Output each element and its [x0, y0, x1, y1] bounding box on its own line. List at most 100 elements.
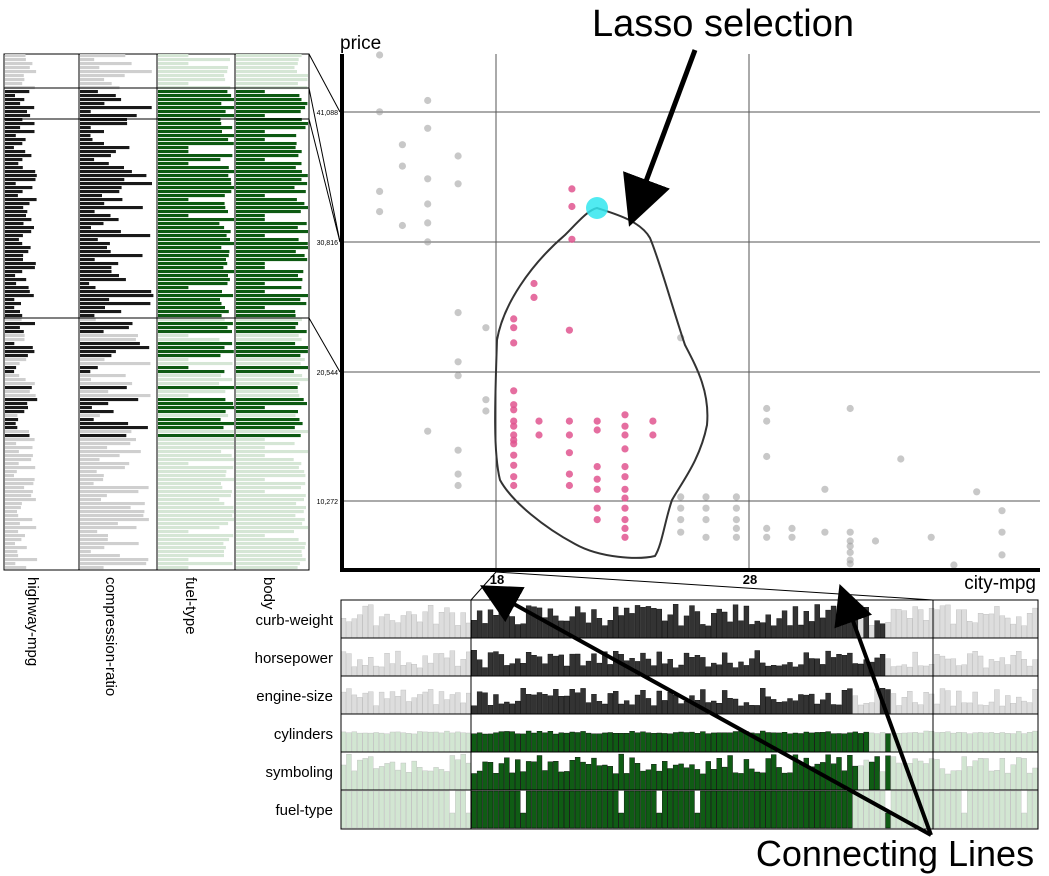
left-panel-bar	[80, 198, 123, 202]
bottom-panel-bar	[1005, 695, 1011, 715]
left-panel-bar	[80, 406, 92, 410]
bottom-panel-bar	[983, 667, 989, 677]
bottom-panel-bar	[547, 653, 554, 677]
bottom-panel-bar	[493, 790, 499, 829]
left-panel-bar	[158, 178, 231, 182]
bottom-panel-bar	[591, 757, 597, 791]
left-panel-bar	[158, 462, 189, 466]
bottom-connecting-lines	[470, 571, 934, 601]
bottom-panel-bar	[455, 625, 461, 639]
left-panel-bar	[80, 314, 95, 318]
left-panel-bar	[80, 146, 130, 150]
selected-point	[649, 417, 657, 425]
bottom-panel-bar	[613, 733, 619, 753]
bottom-panel-bar	[792, 666, 799, 677]
left-panel-bar	[80, 66, 100, 70]
bottom-panel-bar	[520, 812, 526, 829]
bottom-panel-bar	[896, 665, 902, 677]
left-panel-bar	[236, 202, 305, 206]
left-panel-bar	[158, 426, 224, 430]
bottom-panel-bar	[667, 790, 673, 829]
bottom-panel-bar	[716, 703, 722, 715]
bottom-panel-bar	[607, 766, 613, 791]
left-panel-bar	[236, 138, 265, 142]
left-panel-bar	[5, 438, 35, 442]
unselected-point	[871, 537, 880, 545]
bottom-panel-bar	[743, 702, 750, 715]
selected-point	[621, 494, 629, 502]
bottom-panel-bar	[787, 662, 793, 677]
bottom-panel-bar	[422, 611, 428, 639]
bottom-panel-bar	[585, 702, 592, 715]
bottom-panel-bar	[651, 733, 657, 753]
bottom-panel-bar	[972, 651, 978, 677]
bottom-panel-bar	[613, 790, 619, 829]
bottom-panel-bar	[918, 732, 924, 753]
bottom-panel-bar	[504, 701, 510, 715]
left-panel-bar	[5, 182, 16, 186]
left-panel-bar	[80, 206, 143, 210]
bottom-panel-bar	[1032, 659, 1038, 677]
bottom-panel-bar	[525, 652, 532, 677]
selected-point	[510, 436, 518, 444]
bottom-panel-bar	[596, 765, 603, 791]
bottom-panel-bar	[858, 790, 864, 829]
bottom-panel-bar	[531, 606, 537, 639]
left-connecting-lines	[308, 53, 341, 373]
bottom-panel-bar	[956, 790, 962, 829]
left-panel-bar	[236, 290, 265, 294]
left-panel-bar	[236, 278, 303, 282]
bottom-panel-bar	[678, 790, 684, 829]
left-panel-bar	[236, 230, 308, 234]
left-panel-bar	[236, 442, 295, 446]
bottom-panel-bar	[482, 667, 488, 677]
bottom-panel-bar	[373, 705, 379, 715]
unselected-point	[702, 533, 710, 541]
left-panel-bar	[236, 310, 296, 314]
left-panel-bar	[158, 346, 225, 350]
left-panel-bar	[5, 214, 26, 218]
bottom-panel-bar	[809, 621, 815, 639]
bottom-panel-bar	[531, 790, 537, 829]
left-panel-bar	[5, 354, 28, 358]
selected-point	[568, 235, 576, 243]
bottom-panel-bar	[574, 692, 581, 715]
bottom-panel-bar	[847, 790, 853, 829]
bottom-panel-bar	[787, 790, 793, 829]
left-panel-bar	[158, 198, 189, 202]
left-panel-bar	[5, 194, 18, 198]
bottom-panel-bar	[1026, 790, 1033, 829]
bottom-panel-bar	[378, 790, 385, 829]
bottom-panel-bar	[1016, 790, 1022, 829]
left-panel-bar	[80, 438, 136, 442]
left-panel-bar	[236, 126, 306, 130]
bottom-panel-bar	[994, 770, 1000, 791]
scatter-points	[376, 51, 1006, 569]
bottom-panel-bar	[863, 731, 869, 753]
bottom-panel-bar	[547, 790, 554, 829]
left-panel-bar	[5, 166, 23, 170]
bottom-panel-bar	[389, 620, 396, 639]
bottom-panel-bar	[629, 757, 635, 791]
bottom-panel-bar	[672, 732, 679, 753]
bottom-panel-bar	[760, 772, 766, 791]
bottom-panel-bar	[961, 812, 967, 829]
bottom-panel-bar	[939, 790, 946, 829]
bottom-panel-bar	[700, 657, 706, 677]
bottom-panel-bar	[825, 731, 831, 753]
left-panel-bar	[236, 478, 265, 482]
left-panel-bar	[80, 482, 94, 486]
left-panel-bar	[5, 358, 27, 362]
left-panel-bar	[5, 486, 25, 490]
left-panel-bar	[236, 246, 308, 250]
bottom-panel-bar	[607, 693, 613, 715]
bottom-panel-bar	[776, 702, 782, 715]
bottom-panel-bar	[901, 664, 908, 677]
left-panel-bar	[5, 542, 15, 546]
bottom-panel-bar	[564, 695, 570, 715]
bottom-panel-bar	[852, 731, 859, 753]
selected-point	[535, 431, 543, 439]
unselected-point	[677, 504, 685, 512]
left-panel-bar	[5, 350, 35, 354]
left-panel-bar	[158, 390, 226, 394]
